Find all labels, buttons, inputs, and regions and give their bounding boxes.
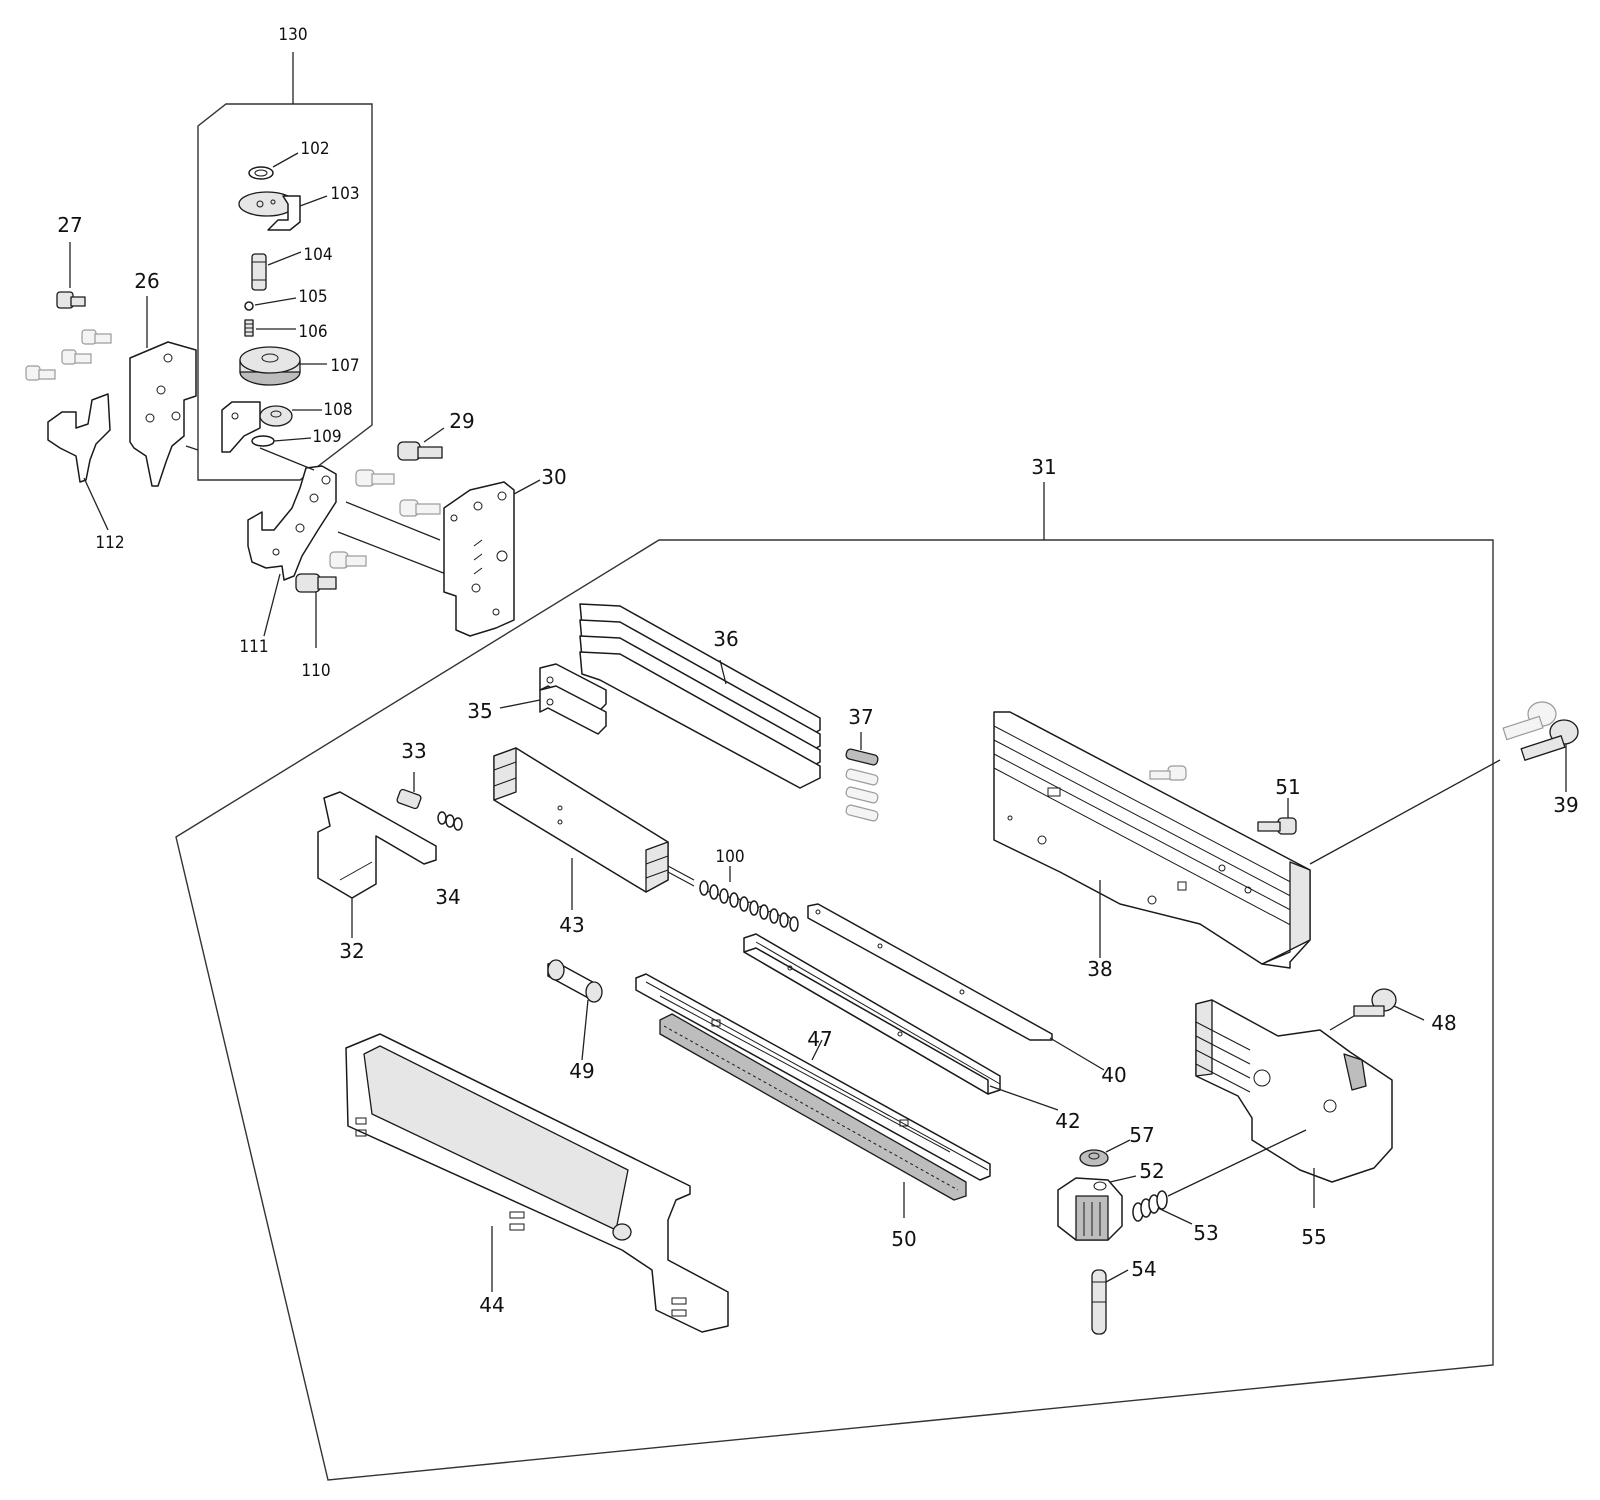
part-52-latch-block: [1057, 1177, 1123, 1241]
label-49: 49: [569, 1059, 594, 1083]
label-38: 38: [1087, 957, 1112, 981]
part-29-screw: [397, 441, 443, 461]
label-57: 57: [1129, 1123, 1154, 1147]
label-100: 100: [715, 847, 744, 867]
label-43: 43: [559, 913, 584, 937]
label-29: 29: [449, 409, 474, 433]
label-26: 26: [134, 269, 159, 293]
ghost-screw: [1149, 765, 1187, 781]
label-103: 103: [330, 184, 359, 204]
part-106-spring: [244, 319, 254, 337]
label-53: 53: [1193, 1221, 1218, 1245]
label-108: 108: [323, 400, 352, 420]
part-55-nose-block: [1195, 999, 1393, 1183]
part-53-spring: [1132, 1190, 1168, 1222]
part-102-e-ring: [248, 166, 274, 180]
part-34-spring: [437, 811, 463, 831]
part-105-ball: [244, 301, 254, 311]
part-33-latch: [396, 788, 422, 810]
label-33: 33: [401, 739, 426, 763]
part-54-pin: [1091, 1269, 1107, 1335]
part-43-pusher: [493, 747, 695, 893]
part-26-plate: [129, 341, 197, 487]
label-52: 52: [1139, 1159, 1164, 1183]
part-30-plate: [443, 481, 515, 637]
label-107: 107: [330, 356, 359, 376]
label-36: 36: [713, 627, 738, 651]
part-27-screw: [56, 291, 86, 309]
label-34: 34: [435, 885, 460, 909]
label-105: 105: [298, 287, 327, 307]
part-48-screw: [1353, 988, 1397, 1017]
part-108-lever: [221, 401, 293, 453]
part-35-clip: [539, 663, 607, 735]
part-100-spring: [699, 880, 799, 932]
label-109: 109: [312, 427, 341, 447]
label-44: 44: [479, 1293, 504, 1317]
label-35: 35: [467, 699, 492, 723]
part-103-bracket: [238, 191, 301, 231]
label-55: 55: [1301, 1225, 1326, 1249]
label-27: 27: [57, 213, 82, 237]
label-39: 39: [1553, 793, 1578, 817]
label-37: 37: [848, 705, 873, 729]
label-31: 31: [1031, 455, 1056, 479]
label-112: 112: [95, 533, 124, 553]
part-50-long-spring: [659, 1013, 967, 1201]
part-49-roller: [547, 959, 603, 1003]
ghost-screw: [329, 469, 441, 569]
label-54: 54: [1131, 1257, 1156, 1281]
label-50: 50: [891, 1227, 916, 1251]
part-39-screws: [1502, 701, 1579, 761]
label-110: 110: [301, 661, 330, 681]
label-40: 40: [1101, 1063, 1126, 1087]
part-109-e-ring: [251, 435, 275, 447]
label-102: 102: [300, 139, 329, 159]
label-30: 30: [541, 465, 566, 489]
label-42: 42: [1055, 1109, 1080, 1133]
label-47: 47: [807, 1027, 832, 1051]
part-36-plates: [579, 603, 821, 789]
assembly-130-frame: [197, 103, 373, 481]
label-130: 130: [278, 25, 307, 45]
part-47-guide: [635, 973, 991, 1181]
part-57-washer: [1079, 1149, 1109, 1167]
part-40-strip: [807, 903, 1053, 1041]
ghost-screw: [25, 329, 112, 381]
label-51: 51: [1275, 775, 1300, 799]
label-48: 48: [1431, 1011, 1456, 1035]
part-38-magazine-body: [993, 711, 1311, 969]
part-111-lever: [247, 465, 337, 581]
label-32: 32: [339, 939, 364, 963]
part-110-screw: [295, 573, 337, 593]
part-112-trigger: [47, 393, 111, 483]
part-51-screw: [1257, 817, 1297, 835]
part-37-springs: [845, 748, 879, 822]
part-107-knob: [239, 346, 301, 386]
part-104-pin: [251, 253, 267, 291]
label-106: 106: [298, 322, 327, 342]
label-111: 111: [239, 637, 268, 657]
part-44-base: [345, 1033, 729, 1333]
part-32-stopper: [317, 791, 437, 899]
assembly-31-frame: [175, 539, 1494, 1481]
label-104: 104: [303, 245, 332, 265]
